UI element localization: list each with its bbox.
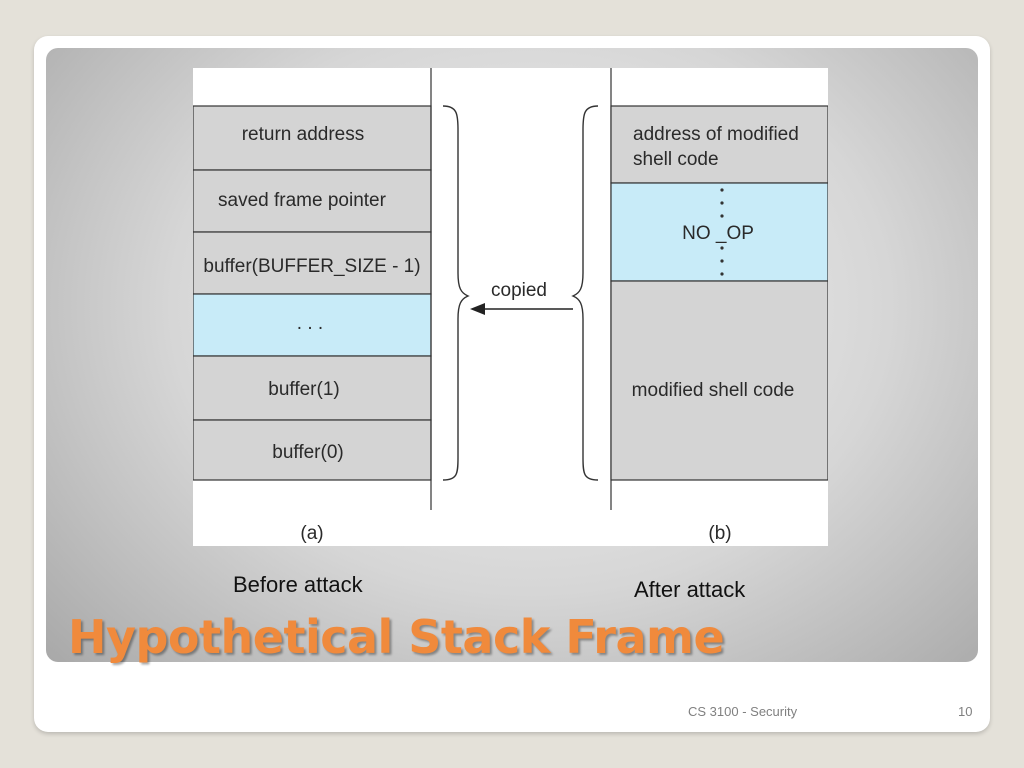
caption-before-attack: Before attack xyxy=(233,572,363,597)
stack-b-cell-shell-code xyxy=(610,280,828,481)
stack-a-cell-return-address-text: return address xyxy=(242,124,365,145)
left-brace xyxy=(442,105,470,481)
stack-a-cell-buffer-0 xyxy=(193,419,432,481)
stack-a-cell-saved-frame-pointer-text: saved frame pointer xyxy=(218,190,387,211)
slide-title: Hypothetical Stack Frame xyxy=(68,610,725,664)
stack-b-cell-noop-text: NO _OP xyxy=(682,223,754,244)
footer-course: CS 3100 - Security xyxy=(688,704,798,719)
noop-dot xyxy=(720,259,724,263)
arrow-label: copied xyxy=(491,280,547,301)
stack-a-cell-buffer-1 xyxy=(193,355,432,421)
stack-b-cell-address-line2: shell code xyxy=(633,149,719,170)
noop-dot xyxy=(720,201,724,205)
label-a: (a) xyxy=(300,523,323,544)
stack-a-cell-buffer-last-text: buffer(BUFFER_SIZE - 1) xyxy=(203,256,420,277)
stack-frame-figure: return address saved frame pointer buffe… xyxy=(193,68,828,546)
noop-dots xyxy=(720,188,724,276)
stack-a-cell-buffer-1-text: buffer(1) xyxy=(268,379,339,400)
stack-b-cell-address-line1: address of modified xyxy=(633,124,799,145)
noop-dot xyxy=(720,214,724,218)
stack-a-cell-buffer-last xyxy=(193,231,432,295)
stack-b: address of modified shell code NO _OP mo… xyxy=(610,68,828,510)
stack-a-cell-buffer-0-text: buffer(0) xyxy=(272,442,343,463)
page-number: 10 xyxy=(958,704,973,719)
noop-dot xyxy=(720,188,724,192)
right-brace xyxy=(571,105,599,481)
label-b: (b) xyxy=(708,523,731,544)
stack-diagram: return address saved frame pointer buffe… xyxy=(193,68,828,544)
stack-b-cell-address xyxy=(610,105,828,184)
copy-arrow-head xyxy=(470,303,485,315)
stack-b-cell-shell-code-text: modified shell code xyxy=(632,380,795,401)
stack-a: return address saved frame pointer buffe… xyxy=(193,68,432,510)
noop-dot xyxy=(720,246,724,250)
stack-a-cell-return-address xyxy=(193,105,432,171)
noop-dot xyxy=(720,272,724,276)
caption-after-attack: After attack xyxy=(634,577,746,602)
stack-a-cell-ellipsis-text: . . . xyxy=(297,313,323,334)
